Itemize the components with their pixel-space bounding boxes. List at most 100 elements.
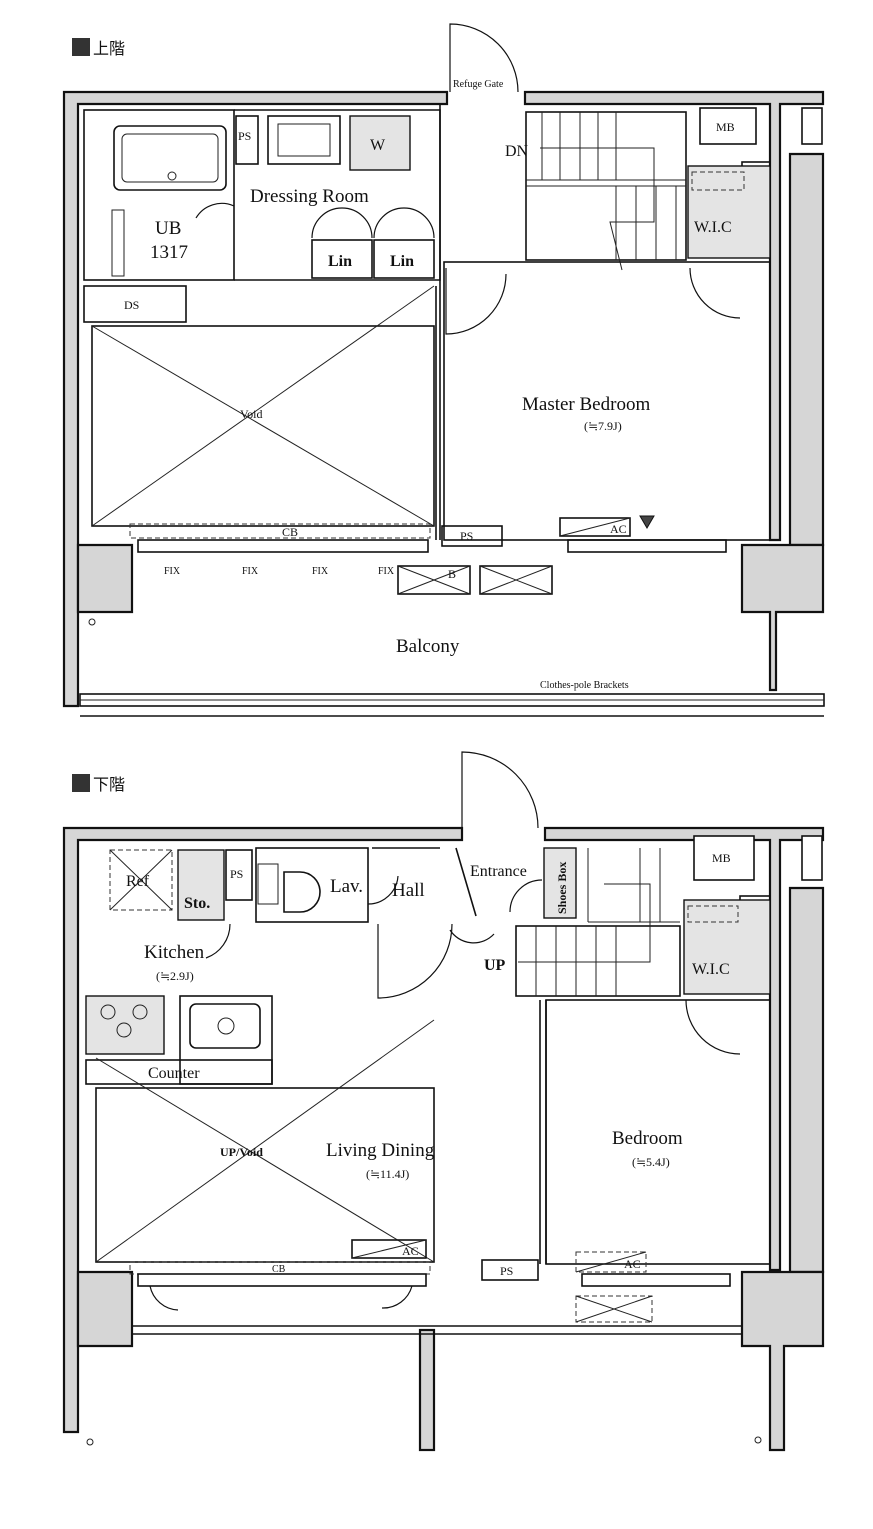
upper-floor: 上階 Refuge Gate UB 1317 PS W Dressing Roo… (62, 23, 825, 717)
sto-label: Sto. (184, 895, 210, 912)
entrance-door (461, 751, 539, 829)
fix-2-label: FIX (242, 566, 259, 577)
wic-lower (683, 899, 771, 995)
living-door-2 (449, 929, 495, 944)
upper-window-sash (137, 539, 429, 553)
shoes-box (543, 847, 577, 919)
bathtub-drain (167, 171, 177, 181)
lav-sink (257, 863, 279, 905)
wash-basin-inner (277, 123, 331, 157)
mb-lower-right (801, 835, 823, 881)
lav-label: Lav. (330, 876, 363, 897)
ac-lower-2-label: AC (624, 1257, 641, 1271)
living-void-x1 (95, 1057, 435, 1263)
lower-living-window (137, 1273, 427, 1287)
living-dining-label: Living Dining (326, 1140, 435, 1161)
fridge-space (109, 849, 173, 911)
kitchen-size-label: (≒2.9J) (156, 969, 194, 983)
ps-upper-3 (441, 525, 503, 547)
ps-upper-3-label: PS (460, 529, 473, 543)
living-void-x2 (95, 1019, 435, 1263)
lower-bedroom-window (581, 1273, 731, 1287)
wic-lower-door (685, 999, 741, 1055)
entrance-inner-door (509, 879, 543, 913)
wic-lower-shelf (687, 905, 739, 923)
fix-4-label: FIX (378, 566, 395, 577)
upper-floor-heading-text: 上階 (93, 40, 125, 58)
lower-balcony-post (418, 1328, 436, 1452)
bedroom (545, 999, 771, 1265)
mb-upper-label: MB (716, 120, 735, 134)
duct-space (83, 285, 187, 323)
mb-lower-label: MB (712, 851, 731, 865)
burner-3 (116, 1022, 132, 1038)
cb-upper-label: CB (282, 525, 298, 539)
linen-door-1 (311, 207, 343, 239)
lower-stair-treads (535, 848, 680, 996)
fix-3-label: FIX (312, 566, 329, 577)
lower-balcony-left-pillar (76, 1270, 134, 1348)
ps-upper-1 (235, 115, 259, 165)
ac-upper (559, 517, 631, 537)
master-bedroom-size-label: (≒7.9J) (584, 419, 622, 433)
sink-drain (217, 1017, 235, 1035)
antenna-mark (639, 515, 655, 529)
mb-upper (699, 107, 757, 145)
clothes-pole-label: Clothes-pole Brackets (540, 680, 629, 691)
living-dining-size-label: (≒11.4J) (366, 1167, 409, 1181)
toilet (283, 871, 321, 913)
lower-floor: 下階 Ref Sto. PS Lav. Hall Entrance Shoes (62, 751, 825, 1452)
wic-upper-shelf (691, 171, 745, 191)
lavatory (255, 847, 369, 923)
fridge-x2 (109, 849, 173, 911)
linen-door-2 (341, 207, 373, 239)
mb-lower (693, 835, 755, 881)
ps-lower-1 (225, 849, 253, 901)
washer-label: W (370, 137, 386, 154)
outdoor-unit-2 (479, 565, 553, 595)
lav-door (367, 875, 399, 905)
window-door-2 (381, 1285, 413, 1309)
washer-space (349, 115, 411, 171)
ac-upper-label: AC (610, 522, 627, 536)
kitchen-door (205, 923, 231, 959)
hall-wall (372, 847, 477, 917)
ps-lower-3-label: PS (500, 1264, 513, 1278)
bedroom-label: Bedroom (612, 1128, 683, 1149)
balcony-drain-lower-2 (754, 1436, 762, 1444)
refuge-gate-door (449, 23, 519, 93)
wic-upper (687, 165, 771, 259)
void-cross-2 (91, 285, 435, 527)
outdoor-unit-lower-x2 (575, 1295, 653, 1323)
lower-right-wall (788, 886, 825, 1274)
linen-door-4 (403, 207, 435, 239)
void-area (91, 325, 435, 527)
wic-upper-door (689, 267, 741, 319)
ub-label: UB (155, 218, 181, 239)
master-bedroom-label: Master Bedroom (522, 394, 650, 415)
cb-upper (129, 523, 431, 539)
upper-heading-marker (72, 38, 90, 56)
bedroom-size-label: (≒5.4J) (632, 1155, 670, 1169)
wic-lower-label: W.I.C (692, 961, 730, 978)
cb-lower (129, 1261, 431, 1275)
upper-top-wall-right (523, 90, 825, 542)
ac-lower-1-diag (351, 1239, 427, 1259)
living-door (377, 923, 453, 999)
ac-lower-1-label: AC (402, 1244, 419, 1258)
b-label: B (448, 567, 456, 581)
storage (177, 849, 225, 921)
void-cross-1 (91, 325, 435, 527)
linen-door-3 (373, 207, 405, 239)
ref-label: Ref (126, 873, 150, 890)
upper-stair-treads (526, 112, 686, 260)
linen-closet-2 (373, 239, 435, 279)
living-void (95, 1087, 435, 1263)
upper-stair-arrow (540, 147, 655, 271)
up-void-label: UP/Void (220, 1145, 263, 1159)
outdoor-unit-lower (575, 1295, 653, 1323)
ps-lower-1-label: PS (230, 867, 243, 881)
hall-label: Hall (392, 880, 425, 901)
ac-lower-2-diag (575, 1251, 647, 1273)
linen-closet-1 (311, 239, 373, 279)
